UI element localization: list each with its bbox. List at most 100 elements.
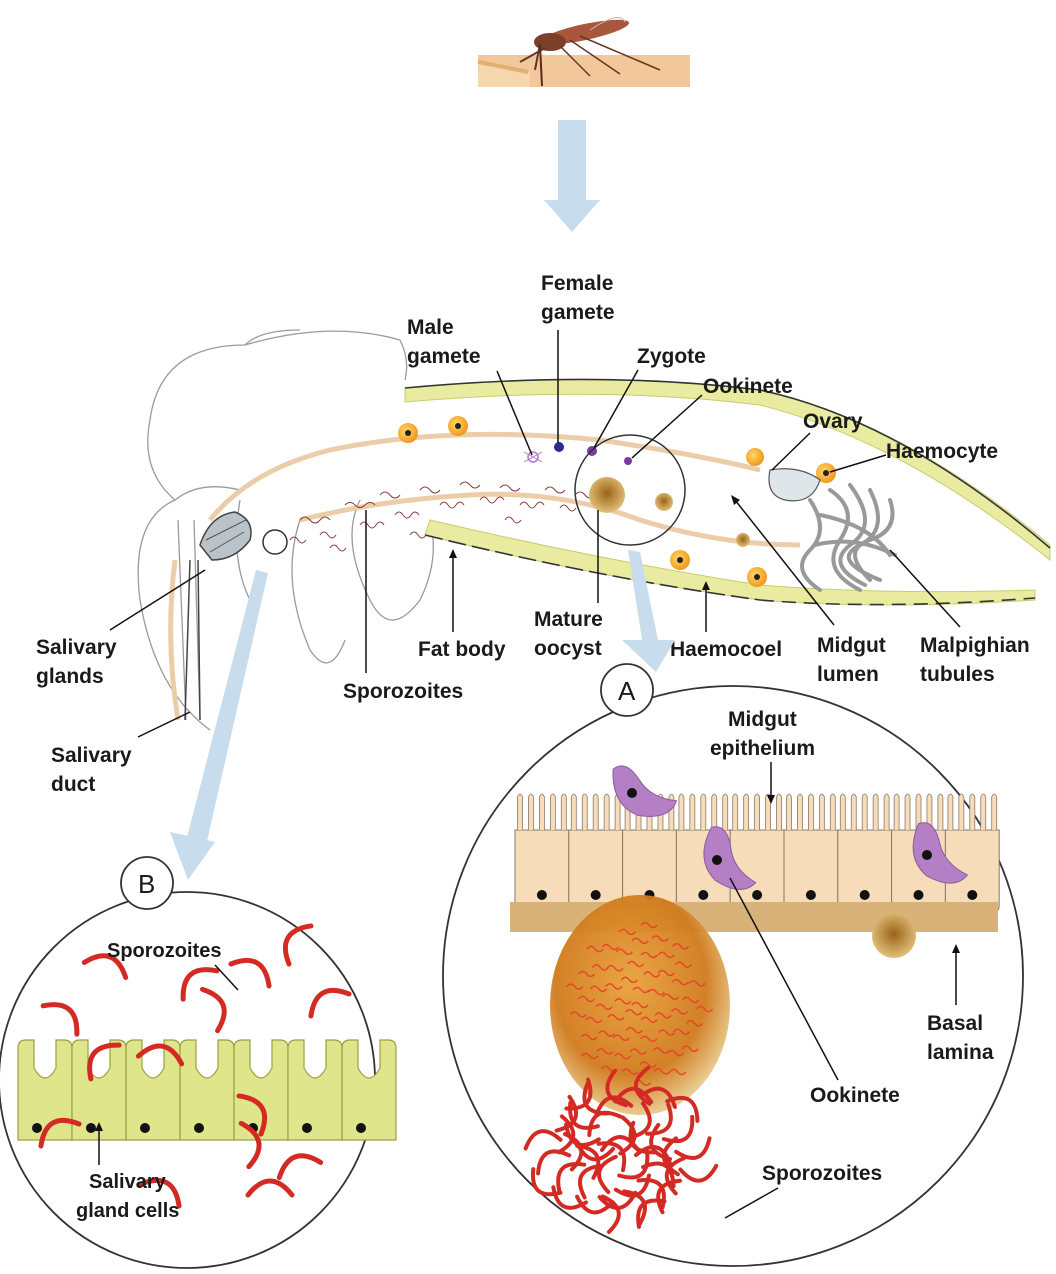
svg-text:Sporozoites: Sporozoites (107, 940, 221, 962)
ookinete-nucleus (627, 788, 637, 798)
sporozoites-cloud (290, 482, 595, 551)
svg-text:epithelium: epithelium (710, 737, 815, 760)
microvillus (948, 794, 953, 830)
microvillus (970, 794, 975, 830)
cell-nucleus (967, 890, 977, 900)
microvillus (787, 794, 792, 830)
microvillus (992, 794, 997, 830)
microvillus (851, 794, 856, 830)
mosquito-image (478, 15, 690, 87)
label-female-gamete: Female gamete (541, 272, 615, 443)
microvillus (797, 794, 802, 830)
ovary (769, 469, 820, 501)
svg-text:glands: glands (36, 665, 104, 688)
microvillus (701, 794, 706, 830)
svg-text:gamete: gamete (541, 301, 615, 324)
svg-text:Salivary: Salivary (36, 636, 117, 659)
svg-text:Fat body: Fat body (418, 638, 506, 661)
microvillus (744, 794, 749, 830)
microvillus (733, 794, 738, 830)
mosquito-body-outline (138, 330, 433, 730)
svg-text:Salivary: Salivary (51, 744, 132, 767)
microvillus (862, 794, 867, 830)
small-oocyst (872, 914, 916, 958)
svg-text:B: B (138, 869, 155, 899)
microvillus (561, 794, 566, 830)
microvillus (808, 794, 813, 830)
svg-text:Midgut: Midgut (728, 708, 797, 731)
inset-a-letter: A (601, 664, 653, 716)
svg-text:Sporozoites: Sporozoites (762, 1162, 882, 1185)
microvillus (593, 794, 598, 830)
inset-a: A Midgut epithelium Basal lamina Ookinet… (443, 664, 1023, 1266)
microvillus (981, 794, 986, 830)
svg-text:Sporozoites: Sporozoites (343, 680, 463, 703)
inset-b: B Sporozoites Salivary gland cells (0, 857, 396, 1268)
cell-nucleus (140, 1123, 150, 1133)
svg-text:oocyst: oocyst (534, 637, 602, 660)
inset-b-letter: B (121, 857, 173, 909)
microvillus (604, 794, 609, 830)
svg-text:Zygote: Zygote (637, 345, 706, 368)
inset-b-pointer (170, 570, 268, 880)
label-ovary: Ovary (772, 410, 863, 470)
svg-text:A: A (618, 676, 636, 706)
microvillus (755, 794, 760, 830)
label-mature-oocyst: Mature oocyst (534, 510, 603, 660)
svg-text:Ookinete: Ookinete (703, 375, 793, 398)
cell-nucleus (591, 890, 601, 900)
microvillus (712, 794, 717, 830)
microvillus (884, 794, 889, 830)
cell-nucleus (914, 890, 924, 900)
microvillus (582, 794, 587, 830)
cell-nucleus (86, 1123, 96, 1133)
cell-nucleus (537, 890, 547, 900)
microvillus (873, 794, 878, 830)
label-salivary-glands: Salivary glands (36, 570, 205, 688)
microvillus (959, 794, 964, 830)
cell-nucleus (32, 1123, 42, 1133)
microvillus (690, 794, 695, 830)
svg-text:lumen: lumen (817, 663, 879, 686)
cell-nucleus (356, 1123, 366, 1133)
svg-text:lamina: lamina (927, 1041, 994, 1064)
svg-text:Basal: Basal (927, 1012, 983, 1035)
cell-nucleus (698, 890, 708, 900)
microvillus (905, 794, 910, 830)
cell-nucleus (806, 890, 816, 900)
svg-text:Midgut: Midgut (817, 634, 886, 657)
down-arrow (544, 120, 600, 232)
svg-text:Haemocoel: Haemocoel (670, 638, 782, 661)
microvillus (830, 794, 835, 830)
parasite-stages (524, 442, 632, 465)
cell-nucleus (194, 1123, 204, 1133)
cell-nucleus (752, 890, 762, 900)
microvillus (938, 794, 943, 830)
svg-text:Malpighian: Malpighian (920, 634, 1030, 657)
microvillus (840, 794, 845, 830)
svg-text:gland cells: gland cells (76, 1200, 179, 1222)
ookinete-nucleus (922, 850, 932, 860)
cell-nucleus (860, 890, 870, 900)
ookinete-nucleus (712, 855, 722, 865)
microvillus (539, 794, 544, 830)
svg-text:duct: duct (51, 773, 95, 796)
label-malpighian-tubules: Malpighian tubules (890, 550, 1030, 686)
cell-nucleus (302, 1123, 312, 1133)
svg-text:Ookinete: Ookinete (810, 1084, 900, 1107)
microvillus (894, 794, 899, 830)
microvillus (571, 794, 576, 830)
microvillus (528, 794, 533, 830)
microvillus (550, 794, 555, 830)
microvillus (777, 794, 782, 830)
svg-text:gamete: gamete (407, 345, 481, 368)
microvillus (679, 794, 684, 830)
svg-text:tubules: tubules (920, 663, 995, 686)
microvillus (723, 794, 728, 830)
svg-text:Salivary: Salivary (89, 1171, 167, 1193)
svg-text:Ovary: Ovary (803, 410, 863, 433)
label-salivary-duct: Salivary duct (51, 712, 190, 796)
svg-text:Haemocyte: Haemocyte (886, 440, 998, 463)
microvillus (518, 794, 523, 830)
